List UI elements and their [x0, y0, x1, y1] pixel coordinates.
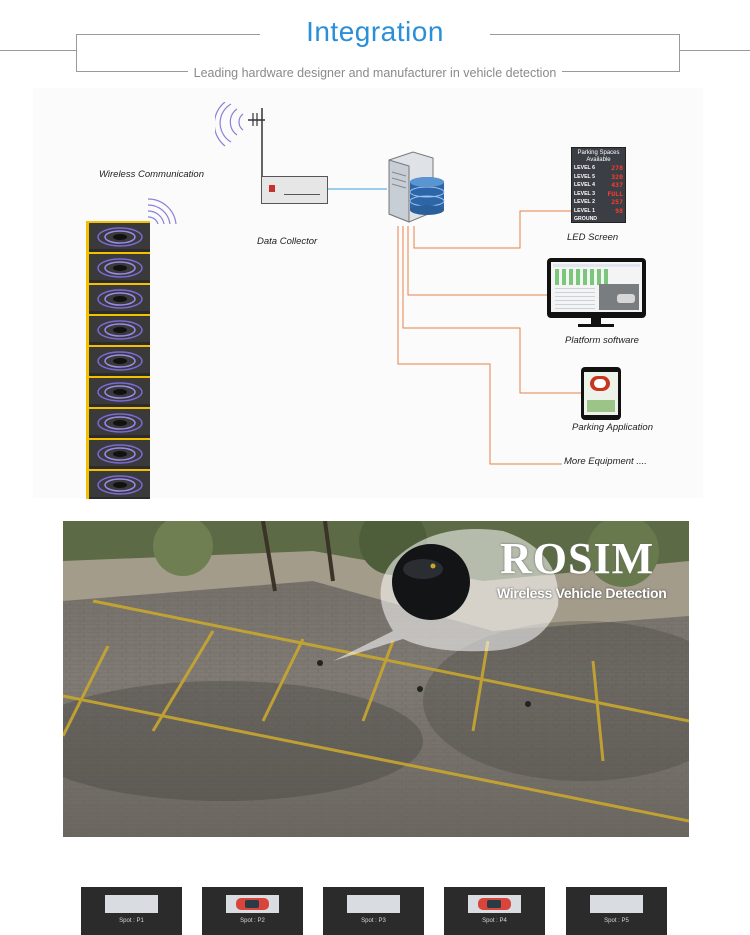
led-row-value: 98 [615, 206, 623, 215]
header-rule-right [680, 50, 750, 51]
parking-lot-scene [63, 521, 689, 837]
antenna-icon [215, 102, 265, 180]
sensor-cell [89, 407, 150, 435]
sensor-cell [89, 469, 150, 497]
sensor-cell [89, 314, 150, 342]
photo-brand: ROSIM [500, 534, 655, 583]
led-row-level: LEVEL 4 [574, 182, 595, 188]
page-subtitle-text: Leading hardware designer and manufactur… [187, 66, 563, 80]
parking-app-phone-icon [581, 367, 621, 420]
led-title-line1: Parking Spaces [577, 150, 620, 156]
page-title: Integration [0, 16, 750, 48]
parking-spot-card: Spot : P4 [444, 887, 545, 935]
wireless-signal-icon [147, 198, 177, 225]
sensor-cell [89, 345, 150, 373]
spot-label: Spot : P2 [240, 918, 265, 924]
collector-led [269, 185, 275, 192]
sensor-cell [89, 376, 150, 404]
spot-label: Spot : P3 [361, 918, 386, 924]
spot-bay [468, 895, 521, 913]
spot-label: Spot : P1 [119, 918, 144, 924]
sensor-cell [89, 252, 150, 280]
parking-spot-card: Spot : P5 [566, 887, 667, 935]
data-collector-icon [261, 176, 328, 204]
link-more [397, 226, 562, 465]
connector-lines [328, 188, 582, 465]
platform-monitor-icon [547, 258, 646, 327]
link-platform [407, 226, 547, 296]
spot-bay [347, 895, 400, 913]
led-title-line2: Available [586, 157, 611, 163]
led-row-level: LEVEL 3 [574, 190, 595, 197]
page-subtitle: Leading hardware designer and manufactur… [0, 66, 750, 80]
spot-bay [590, 895, 643, 913]
collector-slot [284, 194, 320, 195]
sensor-cell [89, 221, 150, 249]
monitor-camera-view [599, 284, 639, 310]
sensor-cell [89, 438, 150, 466]
monitor-screen [551, 262, 642, 312]
led-row: LEVEL 6 278 [574, 164, 624, 173]
parking-lot-photo: ROSIM Wireless Vehicle Detection [63, 521, 689, 837]
led-row: LEVEL 5 320 [574, 173, 624, 182]
led-row-value: 278 [611, 164, 623, 172]
sensor-cell [89, 283, 150, 311]
spot-label: Spot : P4 [482, 918, 507, 924]
page-title-text: Integration [260, 16, 490, 47]
photo-tagline: Wireless Vehicle Detection [497, 585, 667, 601]
link-led [413, 210, 571, 249]
phone-screen [584, 372, 618, 415]
parking-app-label: Parking Application [572, 422, 653, 433]
led-row: LEVEL 2 257 [574, 198, 624, 207]
platform-label: Platform software [565, 335, 639, 346]
spot-bay [105, 895, 158, 913]
spot-label: Spot : P5 [604, 918, 629, 924]
led-row-level: LEVEL 5 [574, 173, 595, 180]
led-title: Parking Spaces Available [572, 150, 625, 164]
led-row-value: 257 [611, 198, 623, 206]
led-screen-label: LED Screen [567, 232, 619, 243]
led-row-level: LEVEL 6 [574, 165, 595, 171]
link-app [402, 226, 582, 394]
led-row: LEVEL 3 FULL [574, 190, 624, 199]
led-row-value: 437 [611, 181, 623, 189]
spot-bay [226, 895, 279, 913]
data-collector-label: Data Collector [257, 236, 318, 247]
header-rule-left [0, 50, 76, 51]
led-row-level: GROUND [574, 216, 598, 222]
more-equipment-label: More Equipment .... [564, 456, 647, 467]
server-database-icon [388, 151, 445, 223]
led-row-value: FULL [607, 189, 623, 198]
sensor-strip [86, 221, 150, 499]
parking-spot-card: Spot : P1 [81, 887, 182, 935]
led-row: LEVEL 1 98 [574, 207, 624, 216]
sensor-dome-icon [392, 544, 470, 620]
wireless-label: Wireless Communication [99, 169, 204, 180]
led-row: GROUND [574, 215, 624, 224]
led-row: LEVEL 4 437 [574, 181, 624, 190]
parking-spot-card: Spot : P3 [323, 887, 424, 935]
led-row-level: LEVEL 2 [574, 199, 595, 205]
led-row-level: LEVEL 1 [574, 207, 595, 214]
parking-spot-card: Spot : P2 [202, 887, 303, 935]
led-row-value: 320 [611, 172, 623, 181]
